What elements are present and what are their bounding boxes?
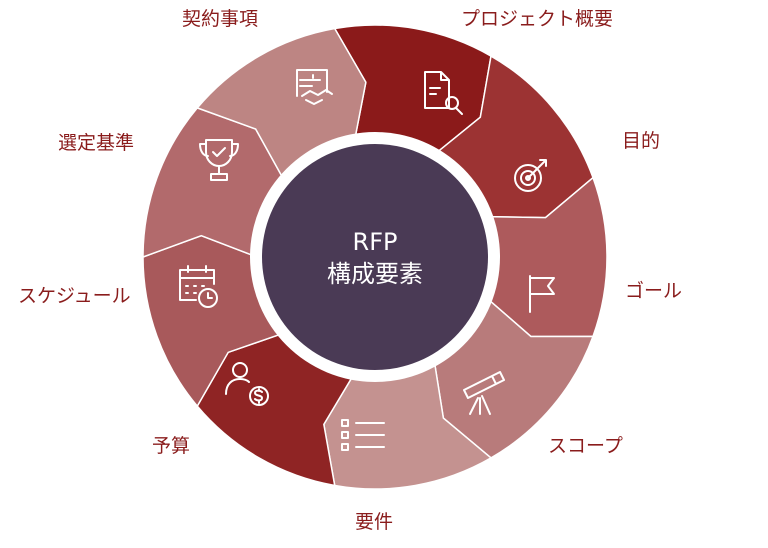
label-purpose: 目的 [622, 130, 661, 152]
label-goal: ゴール [625, 280, 683, 302]
center-title: RFP [352, 228, 398, 256]
label-budget: 予算 [152, 435, 191, 457]
label-requirements: 要件 [355, 511, 394, 533]
label-scope: スコープ [548, 435, 623, 457]
document-search-icon [424, 71, 463, 115]
label-schedule: スケジュール [18, 285, 131, 307]
center-circle [262, 144, 488, 370]
flag-icon [529, 275, 555, 313]
calendar-clock-icon [179, 265, 218, 308]
label-project-overview: プロジェクト概要 [461, 8, 614, 30]
checklist-icon [341, 419, 385, 451]
telescope-icon [463, 371, 505, 415]
center-subtitle: 構成要素 [327, 260, 423, 288]
person-dollar-icon [225, 362, 269, 406]
target-arrow-icon [514, 159, 547, 192]
label-contract-terms: 契約事項 [182, 8, 259, 30]
trophy-icon [199, 139, 239, 181]
contract-handshake-icon [296, 69, 333, 105]
label-selection-criteria: 選定基準 [58, 132, 135, 154]
